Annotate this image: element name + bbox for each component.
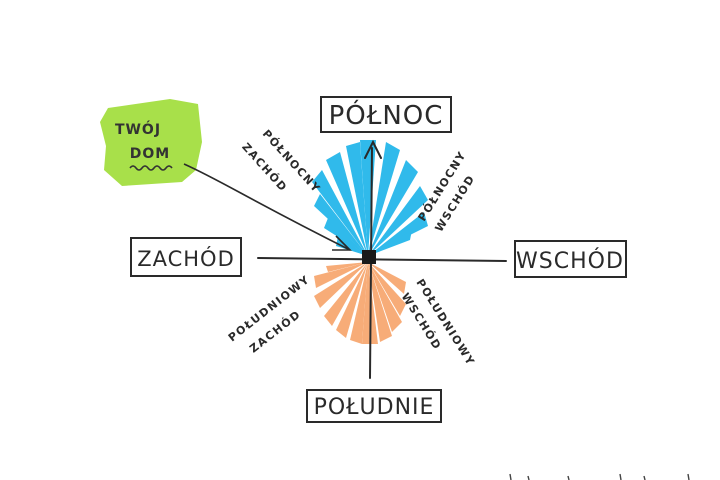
northeast-label: PÓŁNOCNY WSCHÓD [416, 149, 478, 235]
west-label: ZACHÓD [137, 246, 235, 271]
southwest-label: POŁUDNIOWY ZACHÓD [226, 273, 313, 356]
south-label: POŁUDNIE [314, 395, 435, 420]
southeast-label: POŁUDNIOWY WSCHÓD [399, 277, 478, 369]
center-marker [362, 250, 376, 264]
east-box: WSCHÓD [514, 240, 627, 278]
note-line2: DOM [130, 146, 170, 162]
south-box: POŁUDNIE [306, 389, 442, 423]
svg-text:PÓŁNOCNY: PÓŁNOCNY [260, 127, 323, 195]
note-line1: TWÓJ [115, 120, 161, 138]
north-fan [312, 140, 428, 256]
note-pointer-arrow [183, 163, 351, 251]
west-box: ZACHÓD [130, 237, 242, 277]
east-label: WSCHÓD [516, 248, 624, 274]
north-box: PÓŁNOC [320, 96, 452, 133]
north-label: PÓŁNOC [329, 99, 444, 131]
home-sticky-note: TWÓJ DOM [100, 99, 202, 186]
south-fan [314, 262, 406, 344]
note-pointer-arrowhead [332, 235, 352, 251]
bottom-marks [509, 473, 690, 480]
squiggle-underline [129, 165, 173, 171]
